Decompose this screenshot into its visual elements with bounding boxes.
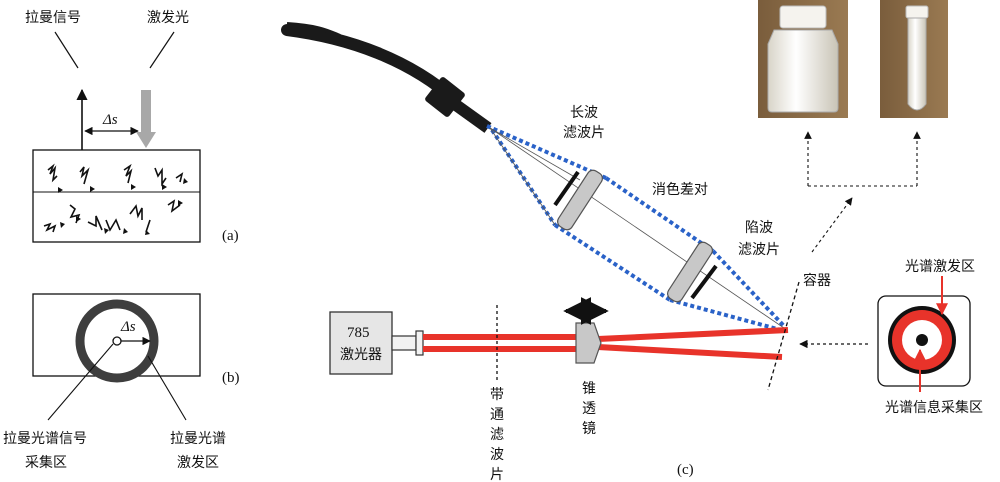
longpass-label-1: 长波 (570, 105, 598, 121)
svg-text:通: 通 (490, 407, 504, 423)
longpass-label-2: 滤波片 (563, 125, 605, 141)
collection-dot (112, 336, 122, 346)
beam-center-lines (489, 127, 785, 329)
achromat-lens-1 (557, 169, 603, 231)
spot-collection-dot (916, 334, 928, 346)
fiber-ferrule (452, 100, 492, 133)
tube-photo (880, 0, 948, 118)
notch-filter (690, 264, 718, 300)
panel-a-label: (a) (222, 228, 239, 244)
notch-label-2: 滤波片 (738, 242, 780, 258)
svg-text:片: 片 (490, 467, 504, 482)
laser-beam (423, 327, 789, 360)
panel-c: 长波 滤波片 消色差对 陷波 滤波片 785 激光器 带 通 滤 波 片 (281, 0, 983, 482)
excitation-region-line1: 拉曼光谱 (170, 431, 226, 447)
photo-connector (804, 131, 921, 187)
spectral-collection-label: 光谱信息采集区 (885, 399, 983, 416)
bandpass-label: 带 通 滤 波 片 (490, 387, 504, 482)
notch-label-1: 陷波 (745, 220, 773, 236)
svg-text:带: 带 (490, 387, 504, 403)
laser-label-2: 激光器 (340, 346, 382, 363)
molecules (43, 163, 184, 233)
container-label: 容器 (803, 272, 831, 289)
panel-a: 拉曼信号 激发光 Δs (25, 9, 239, 244)
raman-signal-label: 拉曼信号 (25, 10, 81, 26)
label-pointer-right (149, 31, 175, 69)
longpass-filter (553, 170, 580, 207)
collection-region-line2: 采集区 (25, 454, 67, 471)
molecule-heads (58, 178, 188, 235)
sample-box (32, 149, 201, 243)
spectral-excitation-label: 光谱激发区 (905, 258, 975, 275)
laser-box (329, 311, 393, 375)
axicon-lens (575, 322, 602, 364)
svg-text:镜: 镜 (582, 421, 596, 437)
label-pointer-left (54, 31, 79, 69)
panel-b: Δs 拉曼光谱信号 采集区 拉曼光谱 激发区 (b) (3, 293, 240, 471)
svg-text:波: 波 (490, 447, 504, 463)
excitation-region-line2: 激发区 (177, 454, 219, 471)
collection-region-line1: 拉曼光谱信号 (3, 431, 87, 447)
axicon-label: 锥 透 镜 (582, 381, 596, 437)
panel-c-label: (c) (677, 462, 694, 478)
svg-text:透: 透 (582, 401, 596, 417)
delta-s-label-b: Δs (120, 319, 136, 335)
achromat-pair-label: 消色差对 (652, 181, 708, 198)
laser-port (391, 335, 417, 351)
svg-text:锥: 锥 (582, 381, 596, 397)
fiber-tip (286, 22, 341, 38)
excitation-pointer (147, 355, 187, 421)
excitation-arrow-head (136, 132, 156, 148)
container-wall (767, 281, 800, 391)
achromat-lens-2 (667, 241, 713, 303)
laser-label-1: 785 (347, 325, 370, 341)
excitation-light-label: 激发光 (147, 9, 189, 26)
excitation-ring (75, 299, 159, 383)
optical-fiber (281, 24, 461, 106)
delta-s-label: Δs (102, 112, 118, 128)
bottle-photo (758, 0, 848, 118)
svg-text:滤: 滤 (490, 427, 504, 443)
panel-b-label: (b) (222, 370, 240, 386)
collection-pointer (47, 343, 114, 421)
container-pointer (811, 197, 853, 253)
laser-flange (415, 330, 424, 356)
excitation-arrow-shaft (141, 90, 151, 132)
